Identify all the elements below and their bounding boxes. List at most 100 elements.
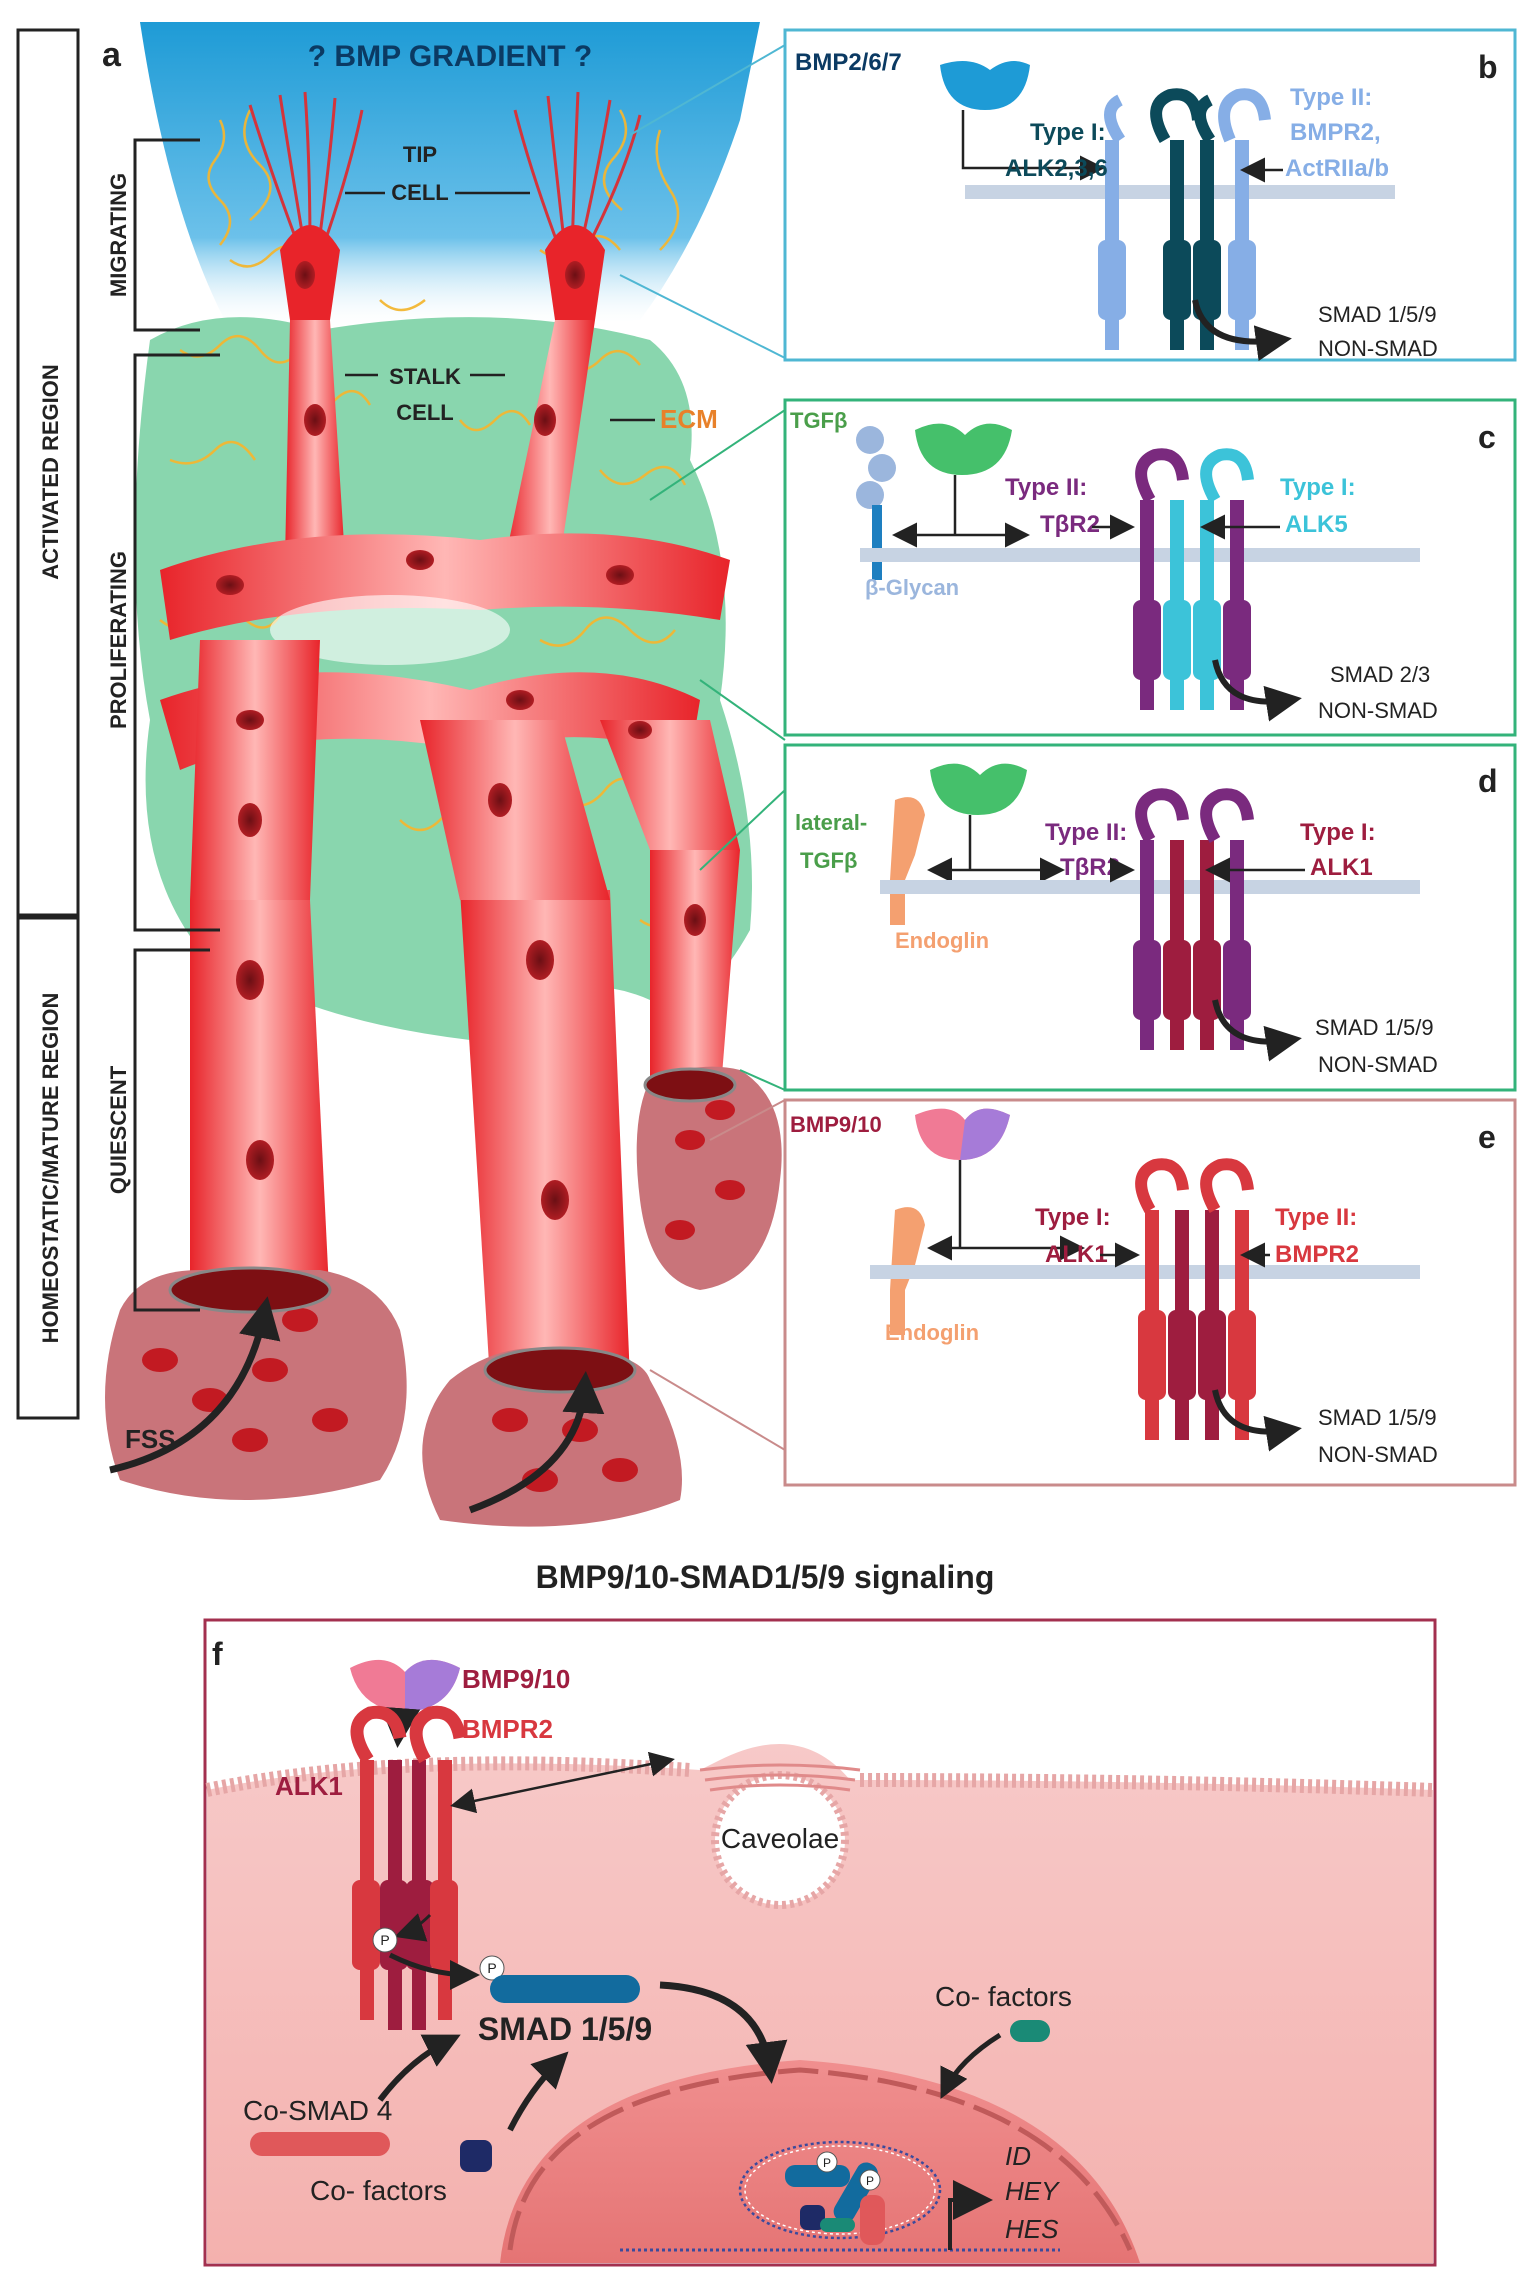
stalk-label: STALK — [389, 364, 461, 389]
tgfb-ligand-icon — [915, 423, 1012, 475]
red-blood-cells — [142, 1100, 745, 1492]
panel-f-alk1-label: ALK1 — [275, 1771, 343, 1801]
panel-a-letter: a — [102, 36, 122, 74]
activated-region-label: ACTIVATED REGION — [38, 364, 63, 580]
cofactors-left-label: Co- factors — [310, 2175, 447, 2206]
gene-id: ID — [1005, 2141, 1031, 2171]
panel-b-ligand-arrow — [961, 110, 1105, 181]
panel-d-signal-arrow — [1212, 999, 1302, 1062]
panel-d-output-2: NON-SMAD — [1318, 1052, 1438, 1077]
lateral-tgfb-ligand-icon — [930, 763, 1027, 815]
panel-f-ligand-label: BMP9/10 — [462, 1664, 570, 1694]
panel-e-type1-name: ALK1 — [1045, 1241, 1108, 1268]
smad-nuclear-arrow — [659, 1981, 788, 2084]
panel-f-heading: BMP9/10-SMAD1/5/9 signaling — [536, 1559, 995, 1595]
receptor-caveolae-arrow — [450, 1751, 675, 1814]
panel-d-type1-title: Type I: — [1300, 819, 1376, 846]
cofactor-right-arrow — [940, 2032, 1002, 2099]
panel-f-receptor-complex — [350, 1705, 467, 2030]
migrating-label: MIGRATING — [106, 173, 131, 297]
dna-loop — [620, 2140, 1060, 2252]
transcription-complex — [785, 2151, 885, 2245]
panel-c-signal-arrow — [1212, 659, 1302, 722]
panel-c-type2-name: TβR2 — [1040, 511, 1100, 538]
phospho-label-nuc-1: P — [823, 2156, 831, 2170]
panel-e-coreceptor: Endoglin — [885, 1320, 979, 1345]
panel-connector-lines — [619, 44, 786, 1451]
panel-e-output-1: SMAD 1/5/9 — [1318, 1405, 1437, 1430]
panel-b-type1-title: Type I: — [1030, 119, 1106, 146]
quiescent-label: QUIESCENT — [106, 1065, 131, 1194]
panel-d-output-1: SMAD 1/5/9 — [1315, 1015, 1434, 1040]
panel-d-ligand-1: lateral- — [795, 810, 867, 835]
vessel-network — [160, 91, 740, 1380]
panel-e-type2-name: BMPR2 — [1275, 1241, 1359, 1268]
panel-d-type2-title: Type II: — [1045, 819, 1127, 846]
bmp-gradient-label: ? BMP GRADIENT ? — [308, 40, 592, 73]
phospho-label-nuc-2: P — [866, 2174, 874, 2188]
phosphorylation-arrow — [388, 1952, 480, 1990]
panel-c-type1-title: Type I: — [1280, 474, 1356, 501]
fss-label: FSS — [125, 1424, 176, 1454]
cofactors-right-label: Co- factors — [935, 1981, 1072, 2012]
panel-c-output-2: NON-SMAD — [1318, 698, 1438, 723]
panel-b-type2-name-1: BMPR2, — [1290, 119, 1381, 146]
panel-b-output-2: NON-SMAD — [1318, 336, 1438, 361]
panel-c-output-1: SMAD 2/3 — [1330, 662, 1430, 687]
panel-e-ligand-label: BMP9/10 — [790, 1112, 882, 1137]
panel-b-type1-names: ALK2,3,6 — [1005, 155, 1108, 182]
panel-b-receptors — [1098, 88, 1271, 350]
panel-c-letter: c — [1478, 419, 1496, 455]
homeostatic-region-box — [16, 916, 80, 1420]
panel-f-bmpr2-label: BMPR2 — [462, 1714, 553, 1744]
panel-e-letter: e — [1478, 1119, 1496, 1155]
cell-label-tip: CELL — [391, 180, 448, 205]
panel-e-output-2: NON-SMAD — [1318, 1442, 1438, 1467]
panel-b-type2-title: Type II: — [1290, 84, 1372, 111]
panel-c-ligand-label: TGFβ — [790, 408, 847, 433]
phospho-label-smad: P — [487, 1960, 496, 1976]
bmp-ligand-icon — [940, 61, 1030, 110]
panel-d-type2-name: TβR2 — [1060, 854, 1120, 881]
cosmad-arrow — [377, 2034, 461, 2102]
panel-f-letter: f — [212, 1636, 223, 1672]
smad-protein-icon — [490, 1975, 640, 2003]
phospho-label-receptor: P — [380, 1932, 389, 1948]
cell-body — [207, 1744, 1433, 2263]
panel-c-receptors — [1133, 448, 1254, 710]
vessel-lumen-right — [643, 1067, 737, 1103]
beta-glycan-icon — [872, 505, 882, 580]
panel-d-coreceptor: Endoglin — [895, 928, 989, 953]
gene-hes: HES — [1005, 2214, 1059, 2244]
transcription-arrow — [948, 2180, 993, 2250]
cosmad-label: Co-SMAD 4 — [243, 2095, 392, 2126]
cofactor-left-icon — [460, 2140, 492, 2172]
gene-hey: HEY — [1005, 2176, 1060, 2206]
panel-e-receptors — [1135, 1158, 1256, 1440]
panel-b-type2-name-2: ActRIIa/b — [1285, 155, 1389, 182]
panel-b-signal-arrow — [1192, 299, 1292, 362]
panel-e-signal-arrow — [1212, 1389, 1302, 1452]
fss-arrow-middle — [468, 1371, 605, 1514]
phospho-smad-icon — [479, 1955, 505, 1981]
cofactor-left-arrow — [507, 2051, 569, 2132]
panel-d-ligand-2: TGFβ — [800, 848, 857, 873]
panel-b-output-1: SMAD 1/5/9 — [1318, 302, 1437, 327]
caveolae-label: Caveolae — [721, 1823, 839, 1854]
panel-c-coreceptor: β-Glycan — [865, 575, 959, 600]
tip-label: TIP — [403, 142, 437, 167]
panel-e-type1-title: Type I: — [1035, 1204, 1111, 1231]
vessel-lumen-left — [168, 1266, 332, 1314]
fss-arrow-left — [109, 1296, 281, 1474]
homeostatic-region-label: HOMEOSTATIC/MATURE REGION — [38, 993, 63, 1344]
ecm-label: ECM — [660, 404, 718, 434]
cell-label-stalk: CELL — [396, 400, 453, 425]
cosmad-protein-icon — [250, 2132, 390, 2156]
proliferating-label: PROLIFERATING — [106, 551, 131, 729]
panel-b-ligand-label: BMP2/6/7 — [795, 49, 902, 76]
stage-brackets — [133, 138, 220, 1312]
activated-region-box — [16, 28, 80, 917]
panel-c-type2-title: Type II: — [1005, 474, 1087, 501]
panel-b-letter: b — [1478, 49, 1498, 85]
